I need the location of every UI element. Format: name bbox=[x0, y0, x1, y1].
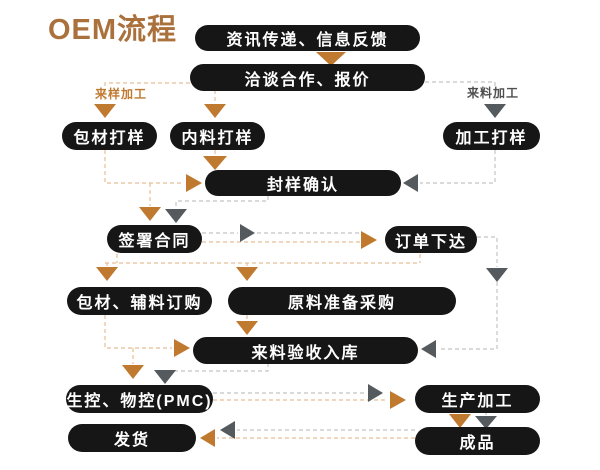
arrow-right-icon bbox=[240, 224, 255, 242]
node-material-purchase: 原料准备采购 bbox=[228, 287, 456, 315]
node-content-sample: 内料打样 bbox=[170, 122, 265, 150]
arrow-down-icon bbox=[475, 416, 497, 429]
branch-label-material-processing: 来料加工 bbox=[467, 86, 520, 100]
arrow-down-icon bbox=[204, 104, 226, 118]
arrow-down-icon bbox=[486, 268, 508, 282]
node-pmc: 生控、物控(PMC) bbox=[66, 385, 213, 413]
node-sample-confirm: 封样确认 bbox=[205, 170, 401, 196]
arrow-left-icon bbox=[403, 174, 418, 192]
arrow-down-icon bbox=[165, 209, 187, 223]
arrow-down-icon bbox=[449, 414, 471, 428]
connector-line bbox=[425, 81, 496, 103]
node-sign-contract: 签署合同 bbox=[107, 225, 202, 253]
arrow-down-icon bbox=[236, 267, 258, 281]
branch-label-sample-processing: 来样加工 bbox=[95, 87, 148, 101]
arrow-down-icon bbox=[203, 156, 227, 170]
node-shipping: 发货 bbox=[68, 424, 196, 452]
connector-line bbox=[175, 196, 269, 208]
arrow-down-icon bbox=[154, 370, 176, 384]
connector-line bbox=[104, 82, 190, 103]
arrow-left-icon bbox=[200, 429, 215, 447]
connector-line bbox=[438, 236, 498, 350]
connector-line bbox=[105, 254, 421, 266]
arrow-right-icon bbox=[174, 339, 190, 357]
node-info-feedback: 资讯传递、信息反馈 bbox=[195, 25, 420, 51]
arrow-down-icon bbox=[316, 52, 346, 66]
arrow-down-icon bbox=[139, 207, 161, 221]
node-negotiation-quote: 洽谈合作、报价 bbox=[190, 64, 425, 91]
connector-line bbox=[104, 150, 184, 184]
node-finished-product: 成品 bbox=[415, 427, 540, 455]
node-processing-sample: 加工打样 bbox=[443, 122, 540, 150]
arrow-right-icon bbox=[361, 231, 377, 249]
connector-line bbox=[420, 150, 496, 184]
arrow-left-icon bbox=[421, 340, 436, 358]
arrow-down-icon bbox=[122, 365, 144, 379]
arrow-down-icon bbox=[96, 267, 118, 281]
arrow-down-icon bbox=[484, 104, 506, 118]
node-order-placed: 订单下达 bbox=[385, 226, 477, 253]
node-packaging-sample: 包材打样 bbox=[62, 122, 157, 150]
arrow-right-icon bbox=[368, 384, 383, 402]
node-production: 生产加工 bbox=[415, 385, 540, 413]
arrow-down-icon bbox=[94, 104, 116, 118]
arrow-left-icon bbox=[220, 421, 235, 439]
connector-line bbox=[166, 363, 269, 372]
arrow-right-icon bbox=[186, 174, 202, 192]
arrow-down-icon bbox=[236, 321, 258, 335]
arrow-right-icon bbox=[390, 391, 406, 409]
connector-line bbox=[104, 315, 172, 364]
page-title: OEM流程 bbox=[48, 14, 178, 46]
node-incoming-inspection: 来料验收入库 bbox=[193, 337, 418, 364]
node-packaging-order: 包材、辅料订购 bbox=[67, 287, 212, 315]
